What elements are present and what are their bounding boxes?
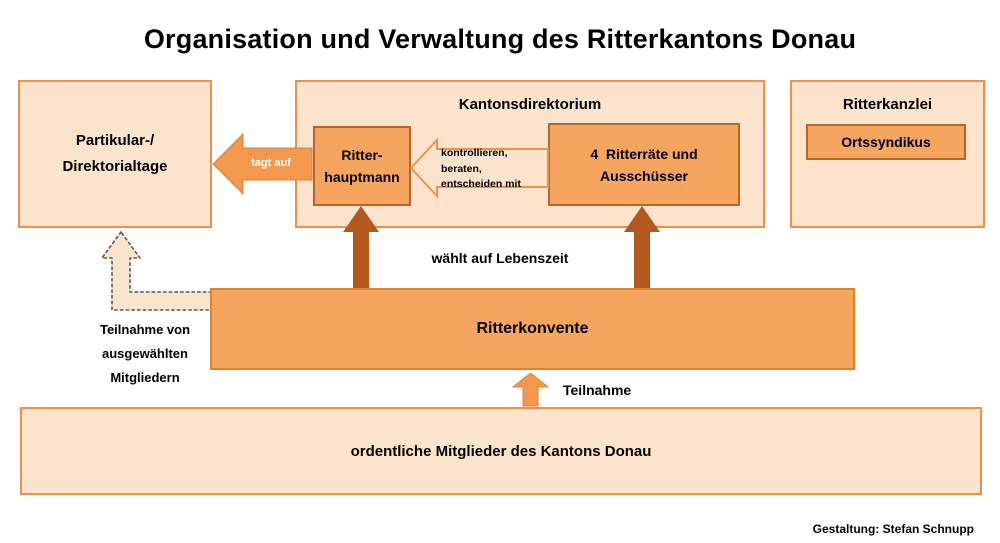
ritterraete-label-line1: 4 Ritterräte und: [590, 145, 698, 162]
kantonsdirektorium-label: Kantonsdirektorium: [458, 96, 602, 113]
teilnahme-von-label-line1: Teilnahme von: [99, 322, 191, 337]
partikular-label-line1: Partikular-/: [75, 132, 155, 149]
teilnahme-dotted-arrow-icon: [101, 231, 215, 311]
box-partikular-direktorialtage: Partikular-/ Direktorialtage: [18, 80, 212, 228]
tagt-auf-label: tagt auf: [251, 157, 291, 169]
teilnahme-arrow-up-icon: [511, 372, 550, 407]
credit-label: Gestaltung: Stefan Schnupp: [812, 522, 974, 536]
teilnahme-von-label: Teilnahme von ausgewählten Mitgliedern: [85, 318, 205, 390]
box-ritterraete-ausschuesser: 4 Ritterräte und Ausschüsser: [548, 123, 740, 206]
kontrollieren-arrow-left-icon: [409, 137, 549, 199]
page-title: Organisation und Verwaltung des Ritterka…: [143, 24, 857, 54]
box-ordentliche-mitglieder: ordentliche Mitglieder des Kantons Donau: [20, 407, 982, 495]
ordentliche-mitglieder-label: ordentliche Mitglieder des Kantons Donau: [350, 442, 652, 460]
tagt-auf-arrow-left-icon: [212, 132, 313, 196]
kontrollieren-label: kontrollieren, beraten, entscheiden mit: [441, 146, 545, 193]
ritterhauptmann-label-line2: hauptmann: [324, 169, 400, 185]
ritterhauptmann-label-line1: Ritter-: [341, 147, 383, 163]
waehlt-auf-lebenszeit-label: wählt auf Lebenszeit: [431, 250, 569, 266]
kontrollieren-label-line1: kontrollieren,: [441, 147, 508, 159]
partikular-label-line2: Direktorialtage: [62, 158, 168, 175]
ritterkonvente-label: Ritterkonvente: [476, 320, 589, 337]
kontrollieren-label-line2: beraten,: [441, 162, 482, 175]
waehlt-arrow-up-left-icon: [343, 206, 379, 290]
kontrollieren-label-line3: entscheiden mit: [441, 178, 521, 190]
box-ritterkonvente: Ritterkonvente: [210, 288, 855, 370]
ortssyndikus-label: Ortssyndikus: [841, 134, 931, 150]
teilnahme-label: Teilnahme: [563, 382, 632, 398]
ritterkanzlei-label: Ritterkanzlei: [842, 96, 933, 113]
waehlt-arrow-up-right-icon: [624, 206, 660, 290]
box-ritterhauptmann: Ritter- hauptmann: [313, 126, 411, 206]
teilnahme-von-label-line3: Mitgliedern: [110, 370, 180, 385]
box-ortssyndikus: Ortssyndikus: [806, 124, 966, 160]
ritterraete-label-line2: Ausschüsser: [600, 167, 688, 184]
teilnahme-von-label-line2: ausgewählten: [102, 346, 188, 361]
